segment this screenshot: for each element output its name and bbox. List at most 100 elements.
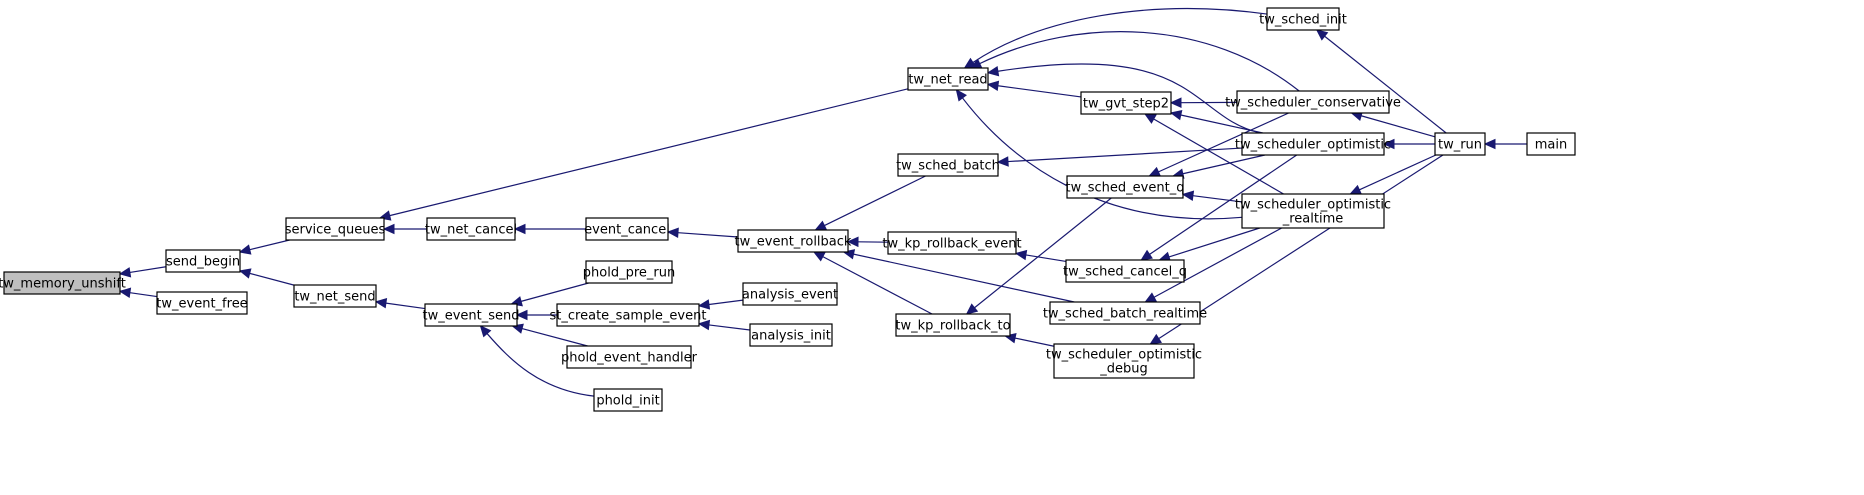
node-tw_kp_rollback_event[interactable]: tw_kp_rollback_event <box>882 231 1022 255</box>
node-tw_net_read[interactable]: tw_net_read <box>907 67 989 91</box>
node-label-tw_scheduler_optimistic: tw_scheduler_optimistic <box>1235 138 1391 153</box>
node-st_create_sample_event[interactable]: st_create_sample_event <box>550 303 707 327</box>
arrowhead-icon-tw_scheduler_conservative-to-tw_gvt_step2 <box>1169 97 1182 108</box>
node-box-st_create_sample_event[interactable] <box>556 303 700 327</box>
arrowhead-icon-tw_scheduler_optimistic_realtime-to-tw_net_read <box>955 89 967 102</box>
node-tw_sched_event_q[interactable]: tw_sched_event_q <box>1066 175 1185 199</box>
node-box-phold_event_handler[interactable] <box>566 345 692 369</box>
node-label-tw_sched_event_q: tw_sched_event_q <box>1066 181 1185 196</box>
node-phold_init[interactable]: phold_init <box>593 388 663 412</box>
node-tw_net_cancel[interactable]: tw_net_cancel <box>425 217 517 241</box>
node-box-tw_sched_cancel_q[interactable] <box>1065 259 1185 283</box>
node-box-tw_memory_unshift[interactable] <box>3 271 121 295</box>
edge-tw_scheduler_optimistic-to-tw_net_read <box>997 63 1262 134</box>
edge-tw_run-to-tw_scheduler_optimistic_realtime <box>1359 154 1437 191</box>
edge-tw_sched_event_q-to-tw_kp_rollback_to <box>974 197 1112 309</box>
node-box-tw_sched_event_q[interactable] <box>1066 175 1184 199</box>
node-service_queues[interactable]: service_queues <box>285 217 386 241</box>
node-box-tw_kp_rollback_to[interactable] <box>895 313 1011 337</box>
arrowhead-icon-service_queues-to-send_begin <box>238 244 252 255</box>
node-tw_event_send[interactable]: tw_event_send <box>422 303 520 327</box>
node-send_begin[interactable]: send_begin <box>165 249 241 273</box>
node-box-tw_kp_rollback_event[interactable] <box>887 231 1017 255</box>
node-box-service_queues[interactable] <box>285 217 385 241</box>
node-main[interactable]: main <box>1526 132 1576 156</box>
arrowhead-icon-tw_scheduler_optimistic-to-tw_net_read <box>986 65 1000 77</box>
node-box-tw_net_cancel[interactable] <box>426 217 516 241</box>
node-tw_scheduler_optimistic_debug[interactable]: tw_scheduler_optimistic_debug <box>1046 343 1202 379</box>
node-analysis_init[interactable]: analysis_init <box>749 323 833 347</box>
node-box-tw_scheduler_optimistic_debug[interactable] <box>1053 343 1195 379</box>
node-box-phold_init[interactable] <box>593 388 663 412</box>
node-tw_run[interactable]: tw_run <box>1434 132 1486 156</box>
node-box-tw_sched_batch[interactable] <box>897 153 999 177</box>
node-label-tw_event_free: tw_event_free <box>156 297 247 312</box>
node-label-tw_net_send: tw_net_send <box>294 290 375 305</box>
node-box-analysis_init[interactable] <box>749 323 833 347</box>
node-box-tw_net_send[interactable] <box>293 284 377 308</box>
edge-tw_sched_init-to-tw_net_read <box>972 7 1268 63</box>
arrowhead-icon-tw_net_cancel-to-service_queues <box>382 223 395 235</box>
node-box-tw_sched_init[interactable] <box>1266 7 1340 31</box>
edge-tw_run-to-tw_scheduler_optimistic_debug <box>1158 154 1444 340</box>
node-label-tw_scheduler_optimistic_debug: tw_scheduler_optimistic <box>1046 348 1202 363</box>
arrowhead-icon-tw_scheduler_optimistic_realtime-to-tw_sched_batch_realtime <box>1144 292 1158 303</box>
node-box-main[interactable] <box>1526 132 1576 156</box>
node-box-tw_scheduler_conservative[interactable] <box>1236 90 1390 114</box>
node-event_cancel[interactable]: event_cancel <box>584 217 670 241</box>
node-box-analysis_event[interactable] <box>742 282 838 306</box>
arrowhead-icon-tw_scheduler_optimistic-to-tw_sched_batch <box>996 156 1009 167</box>
edge-tw_scheduler_optimistic_debug-to-tw_kp_rollback_to <box>1014 337 1055 347</box>
node-box-tw_event_rollback[interactable] <box>737 229 849 253</box>
node-tw_scheduler_optimistic[interactable]: tw_scheduler_optimistic <box>1235 132 1391 156</box>
node-box-tw_run[interactable] <box>1434 132 1486 156</box>
arrowhead-icon-tw_scheduler_conservative-to-tw_sched_event_q <box>1148 166 1162 177</box>
node-tw_scheduler_optimistic_realtime[interactable]: tw_scheduler_optimistic_realtime <box>1235 193 1391 229</box>
node-box-tw_event_send[interactable] <box>424 303 518 327</box>
node-tw_sched_batch[interactable]: tw_sched_batch <box>896 153 1000 177</box>
arrowhead-icon-phold_init-to-tw_event_send <box>479 325 492 338</box>
edge-tw_scheduler_optimistic_realtime-to-tw_sched_cancel_q <box>1168 227 1260 258</box>
arrowhead-icon-analysis_event-to-st_create_sample_event <box>697 299 711 310</box>
node-label-tw_scheduler_optimistic_realtime: _realtime <box>1282 212 1344 227</box>
node-box-tw_scheduler_optimistic_realtime[interactable] <box>1241 193 1385 229</box>
edge-tw_scheduler_optimistic-to-tw_sched_batch <box>1007 147 1243 163</box>
arrowhead-icon-tw_scheduler_optimistic-to-tw_sched_cancel_q <box>1140 249 1153 261</box>
node-tw_kp_rollback_to[interactable]: tw_kp_rollback_to <box>895 313 1011 337</box>
edge-tw_net_read-to-service_queues <box>389 88 909 217</box>
arrowhead-icon-tw_scheduler_optimistic_realtime-to-tw_gvt_step2 <box>1143 113 1157 124</box>
edge-service_queues-to-send_begin <box>249 239 290 251</box>
node-box-event_cancel[interactable] <box>585 217 669 241</box>
node-box-tw_event_free[interactable] <box>156 291 248 315</box>
node-label-tw_sched_batch_realtime: tw_sched_batch_realtime <box>1043 307 1207 322</box>
node-label-phold_pre_run: phold_pre_run <box>583 266 675 281</box>
edge-phold_event_handler-to-tw_event_send <box>521 327 588 347</box>
node-phold_pre_run[interactable]: phold_pre_run <box>583 260 675 284</box>
node-tw_scheduler_conservative[interactable]: tw_scheduler_conservative <box>1225 90 1401 114</box>
node-label-tw_scheduler_conservative: tw_scheduler_conservative <box>1225 96 1401 111</box>
node-phold_event_handler[interactable]: phold_event_handler <box>561 345 698 369</box>
node-box-send_begin[interactable] <box>165 249 241 273</box>
node-tw_event_rollback[interactable]: tw_event_rollback <box>735 229 852 253</box>
node-box-tw_gvt_step2[interactable] <box>1080 91 1172 115</box>
node-tw_sched_batch_realtime[interactable]: tw_sched_batch_realtime <box>1043 301 1207 325</box>
node-tw_event_free[interactable]: tw_event_free <box>156 291 248 315</box>
arrowhead-icon-tw_scheduler_optimistic-to-tw_gvt_step2 <box>1169 109 1183 121</box>
node-tw_gvt_step2[interactable]: tw_gvt_step2 <box>1080 91 1172 115</box>
arrowhead-icon-tw_gvt_step2-to-tw_net_read <box>986 80 1000 92</box>
node-tw_net_send[interactable]: tw_net_send <box>293 284 377 308</box>
node-tw_memory_unshift[interactable]: tw_memory_unshift <box>0 271 126 295</box>
arrowhead-icon-analysis_init-to-st_create_sample_event <box>697 319 711 331</box>
arrowhead-icon-tw_run-to-tw_scheduler_optimistic_realtime <box>1349 184 1363 195</box>
node-label-send_begin: send_begin <box>166 255 240 270</box>
node-box-tw_net_read[interactable] <box>907 67 989 91</box>
node-analysis_event[interactable]: analysis_event <box>742 282 838 306</box>
edge-tw_scheduler_optimistic-to-tw_sched_event_q <box>1182 154 1266 175</box>
arrowhead-icon-main-to-tw_run <box>1483 138 1496 150</box>
node-box-tw_sched_batch_realtime[interactable] <box>1049 301 1201 325</box>
node-tw_sched_cancel_q[interactable]: tw_sched_cancel_q <box>1063 259 1187 283</box>
node-tw_sched_init[interactable]: tw_sched_init <box>1259 7 1347 31</box>
node-box-tw_scheduler_optimistic[interactable] <box>1241 132 1385 156</box>
node-box-phold_pre_run[interactable] <box>585 260 673 284</box>
